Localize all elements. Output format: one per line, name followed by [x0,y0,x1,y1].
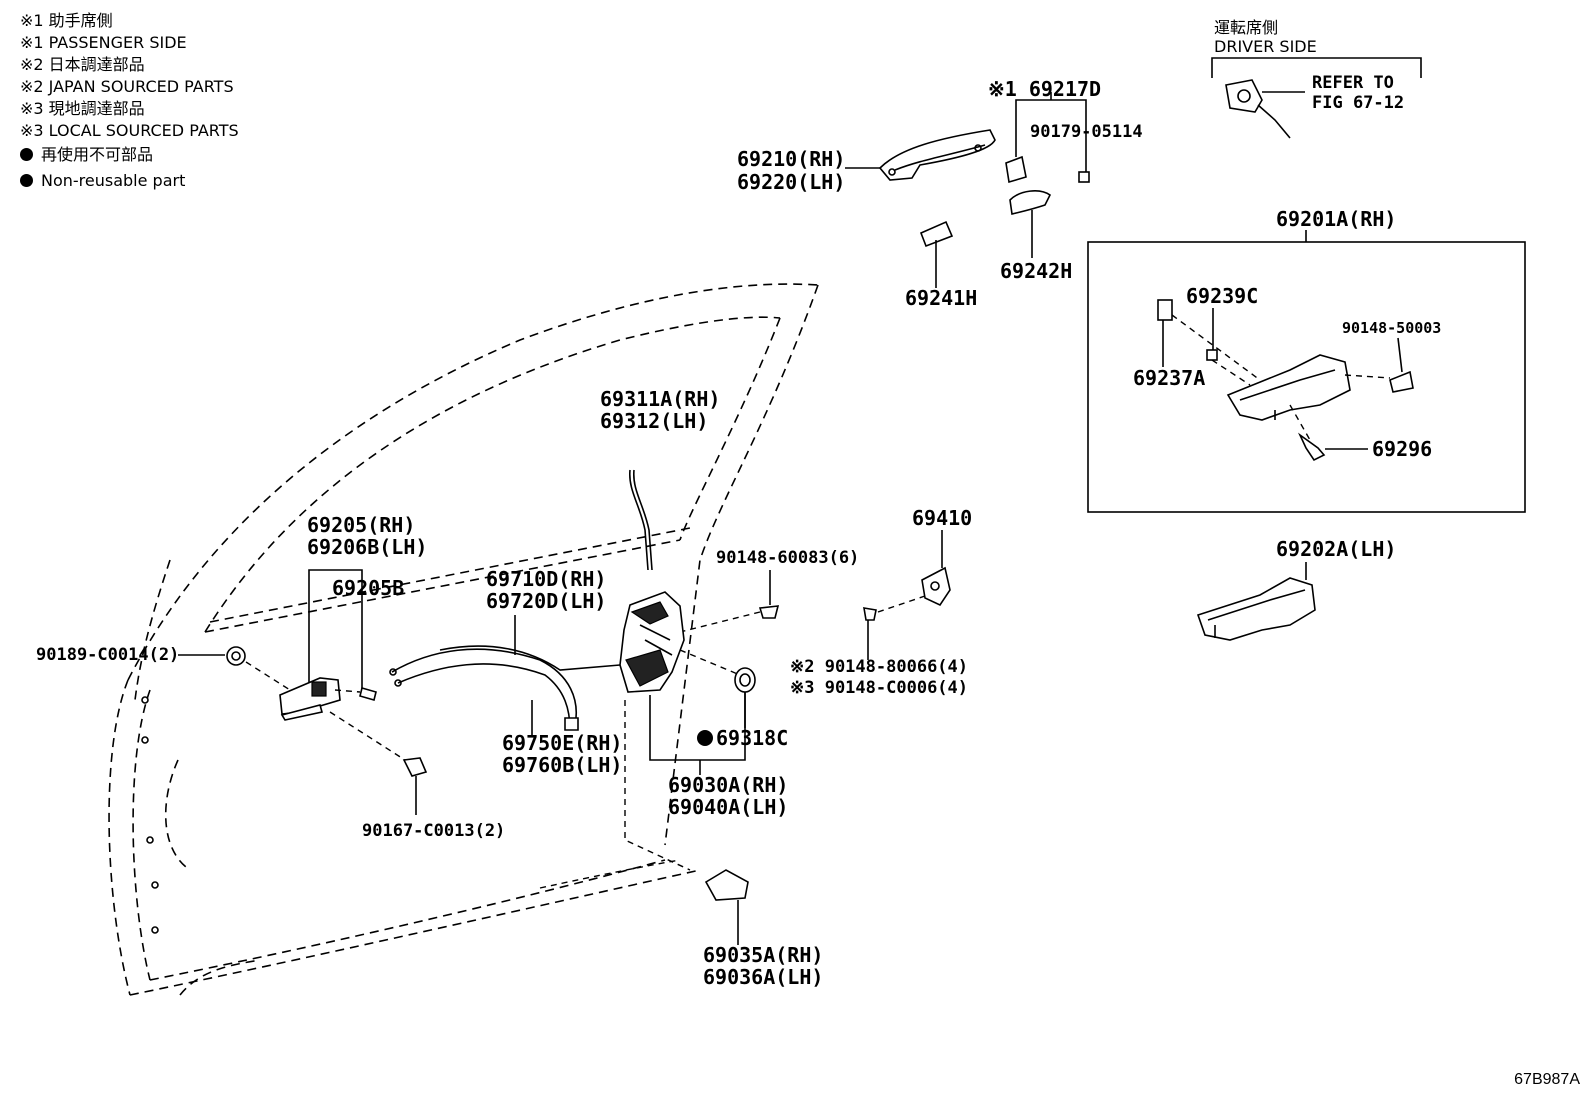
label-69720D: 69720D(LH) [486,589,606,613]
refer-line-1: REFER TO [1312,73,1394,93]
legend-note-1-en: ※1 PASSENGER SIDE [20,33,187,52]
legend-note-1-jp: ※1 助手席側 [20,11,113,30]
clip-90189 [226,646,246,666]
label-69205B: 69205B [332,576,404,600]
label-69210: 69210(RH) [737,147,845,171]
screw-90167 [402,757,428,777]
handle-frame-lh [1196,577,1316,641]
handle-frame-rh [1157,299,1414,462]
control-cables [389,645,621,731]
label-69035A: 69035A(RH) [703,943,823,967]
label-69710D: 69710D(RH) [486,567,606,591]
label-69217D: ※1 69217D [988,77,1101,101]
label-90148-C0006: ※3 90148-C0006(4) [790,678,968,698]
grommet-69318c [734,667,756,693]
striker-screw [863,607,877,621]
label-69202A: 69202A(LH) [1276,537,1396,561]
label-69242H: 69242H [1000,259,1072,283]
label-69040A: 69040A(LH) [668,795,788,819]
key-cylinder [1225,79,1291,139]
driver-side-en: DRIVER SIDE [1214,37,1317,56]
label-90179-05114: 90179-05114 [1030,122,1143,142]
label-69318C: 69318C [716,726,788,750]
label-90148-80066: ※2 90148-80066(4) [790,657,968,677]
label-69220: 69220(LH) [737,170,845,194]
label-69205: 69205(RH) [307,513,415,537]
door-outline [108,283,819,996]
label-69239C: 69239C [1186,284,1258,308]
label-69750E: 69750E(RH) [502,731,622,755]
label-69206B: 69206B(LH) [307,535,427,559]
handle-pin [359,687,377,701]
legend-note-3-en: ※3 LOCAL SOURCED PARTS [20,121,239,140]
legend-note-3-jp: ※3 現地調達部品 [20,99,145,118]
label-90148-50003: 90148-50003 [1342,319,1441,337]
frame-box [1087,241,1526,513]
bullet-icon [20,148,33,161]
label-69312: 69312(LH) [600,409,708,433]
door-striker [921,566,951,607]
lock-rod [629,469,649,571]
label-69241H: 69241H [905,286,977,310]
label-69296: 69296 [1372,437,1432,461]
driver-side-jp: 運転席側 [1214,18,1279,37]
lower-bracket [704,869,749,901]
door-lock-assembly [619,591,685,693]
label-69036A: 69036A(LH) [703,965,823,989]
label-69311A: 69311A(RH) [600,387,720,411]
bullet-icon [20,174,33,187]
label-90189-C0014: 90189-C0014(2) [36,645,179,665]
label-69201A: 69201A(RH) [1276,207,1396,231]
refer-line-2: FIG 67-12 [1312,93,1404,113]
legend-note-2-en: ※2 JAPAN SOURCED PARTS [20,77,234,96]
nonreusable-bullet-icon [697,730,713,746]
inside-handle [279,677,341,721]
outside-handle [878,129,996,181]
label-90167-C0013: 90167-C0013(2) [362,821,505,841]
handle-cap [1005,155,1090,184]
legend-nonreusable-en: Non-reusable part [20,171,185,191]
label-69030A: 69030A(RH) [668,773,788,797]
figure-id: 67B987A [1514,1071,1580,1088]
label-69410: 69410 [912,506,972,530]
label-90148-60083: 90148-60083(6) [716,548,859,568]
label-69237A: 69237A [1133,366,1205,390]
lock-screw [758,605,780,619]
label-69760B: 69760B(LH) [502,753,622,777]
legend-note-2-jp: ※2 日本調達部品 [20,55,145,74]
pad-69241h [919,220,954,248]
legend-nonreusable-jp: 再使用不可部品 [20,145,153,165]
pad-69242h [1009,190,1052,215]
